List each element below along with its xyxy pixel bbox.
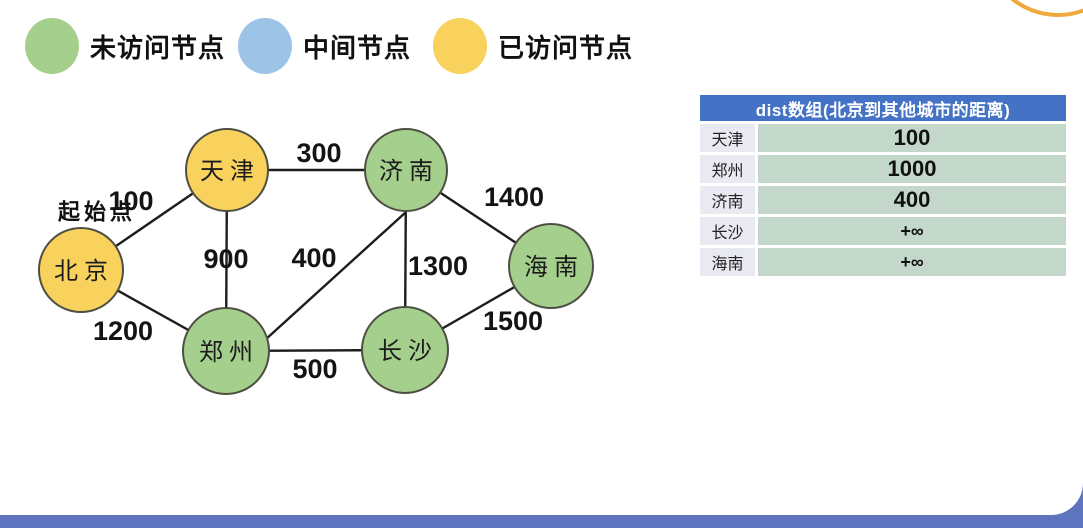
edge-zhengzhou-jinan	[264, 211, 407, 341]
node-label-changsha: 长沙	[378, 338, 438, 365]
node-changsha	[361, 306, 449, 394]
legend: 未访问节点 中间节点 已访问节点	[25, 18, 633, 74]
node-zhengzhou	[182, 307, 270, 395]
edge-weight-zhengzhou-changsha: 500	[292, 354, 337, 384]
dist-row: 海南+∞	[700, 248, 1066, 276]
legend-item-intermediate: 中间节点	[238, 18, 411, 74]
bottom-bar	[0, 515, 1083, 528]
dist-row-city: 天津	[700, 124, 755, 152]
edge-weight-jinan-hainan: 1400	[484, 182, 544, 212]
dist-row-city: 长沙	[700, 217, 755, 245]
legend-label-unvisited: 未访问节点	[90, 32, 226, 63]
dist-row-city: 海南	[700, 248, 755, 276]
edge-weight-beijing-tianjin: 100	[108, 186, 153, 216]
dist-row-city: 济南	[700, 186, 755, 214]
edge-weight-changsha-hainan: 1500	[483, 306, 543, 336]
dist-row-value: 1000	[758, 155, 1066, 183]
dist-row-value: 100	[758, 124, 1066, 152]
node-label-jinan: 济南	[379, 158, 439, 185]
node-label-zhengzhou: 郑州	[199, 339, 259, 366]
dist-table-title: dist数组(北京到其他城市的距离)	[700, 95, 1066, 121]
node-label-beijing: 北京	[54, 258, 114, 285]
node-label-tianjin: 天津	[200, 158, 260, 185]
node-jinan	[364, 128, 448, 212]
edge-weight-zhengzhou-jinan: 400	[291, 243, 336, 273]
legend-ellipse-visited-icon	[433, 18, 488, 74]
start-point-label: 起始点	[57, 200, 136, 225]
node-tianjin	[185, 128, 269, 212]
rounded-corner-fill	[1051, 483, 1083, 515]
legend-label-intermediate: 中间节点	[303, 32, 412, 63]
node-beijing	[38, 227, 124, 313]
dist-row-value: 400	[758, 186, 1066, 214]
legend-item-unvisited: 未访问节点	[25, 18, 225, 74]
edge-weight-tianjin-zhengzhou: 900	[203, 244, 248, 274]
dist-row-value: +∞	[758, 217, 1066, 245]
dist-row-value: +∞	[758, 248, 1066, 276]
dist-row: 长沙+∞	[700, 217, 1066, 245]
legend-ellipse-unvisited-icon	[25, 18, 79, 74]
legend-label-visited: 已访问节点	[498, 32, 634, 63]
node-label-hainan: 海南	[524, 254, 584, 281]
legend-item-visited: 已访问节点	[433, 18, 633, 74]
decorative-arc-icon	[983, 0, 1083, 17]
bottom-right-rounded-corner	[1051, 483, 1083, 515]
node-hainan	[508, 223, 594, 309]
edge-weight-jinan-changsha: 1300	[408, 251, 468, 281]
legend-ellipse-intermediate-icon	[238, 18, 293, 74]
dist-row-city: 郑州	[700, 155, 755, 183]
edge-weight-tianjin-jinan: 300	[296, 138, 341, 168]
edge-weight-beijing-zhengzhou: 1200	[93, 316, 153, 346]
